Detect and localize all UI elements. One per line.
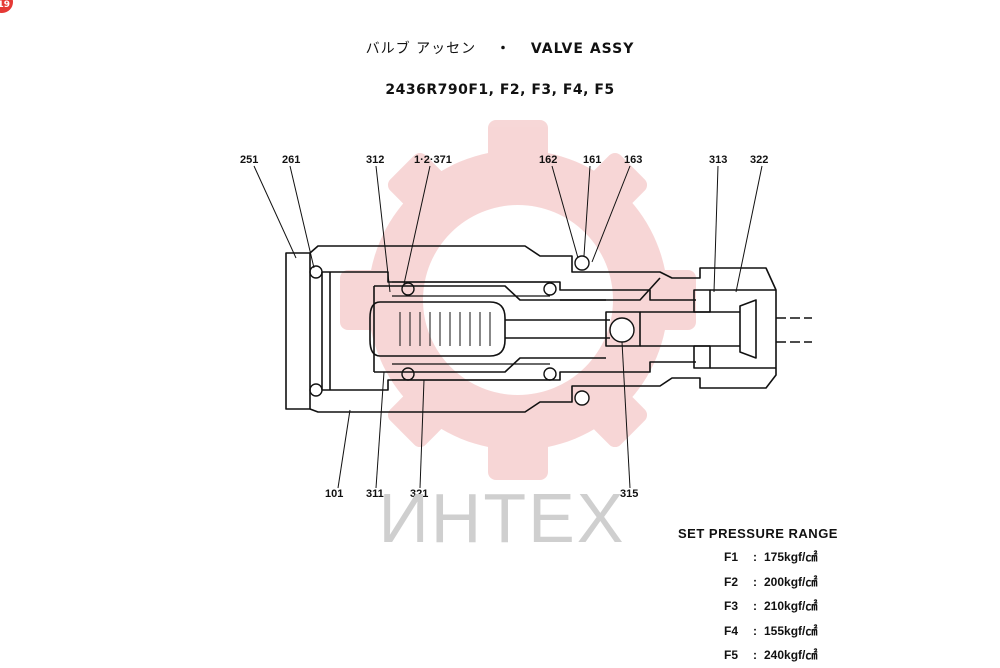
pressure-heading: SET PRESSURE RANGE: [678, 526, 838, 541]
spring-321: [392, 281, 550, 381]
pressure-code: F4: [724, 623, 739, 638]
callout-161: 161: [583, 154, 601, 166]
callout-101: 101: [325, 488, 343, 500]
body-101: [309, 245, 777, 413]
callout-162: 162: [539, 154, 557, 166]
pressure-value: 175kgf/㎠: [764, 550, 818, 564]
callout-322: 322: [750, 154, 768, 166]
callout-313: 313: [709, 154, 727, 166]
pressure-row: F3:210kgf/㎠: [724, 594, 878, 619]
pressure-code: F1: [724, 550, 739, 564]
callout-311: 311: [366, 488, 384, 500]
watermark-text: ИНТЕХ: [378, 479, 626, 557]
callout-163: 163: [624, 154, 642, 166]
pressure-code: F2: [724, 574, 739, 589]
pressure-code: F3: [724, 599, 739, 613]
seat-315: [605, 311, 641, 347]
callout-261: 261: [282, 154, 300, 166]
callout-315: 315: [620, 488, 638, 500]
plug-251: [285, 252, 311, 410]
pressure-row: F5:240kgf/㎠: [724, 643, 878, 668]
watermark-gear-logo: [340, 120, 696, 480]
pressure-row: F4:155kgf/㎠: [724, 619, 878, 644]
set-pressure-table: SET PRESSURE RANGE F1:175kgf/㎠ F2:200kgf…: [678, 526, 878, 668]
pressure-value: 210kgf/㎠: [764, 599, 818, 613]
pressure-value: 200kgf/㎠: [764, 574, 818, 589]
valve-body-outline: [285, 245, 812, 413]
piston-312: [369, 301, 506, 357]
spring-coils: [399, 312, 491, 346]
pressure-code: F5: [724, 648, 739, 662]
page-number-badge: 19: [0, 0, 13, 13]
title-english: VALVE ASSY: [530, 41, 635, 57]
o-rings: [309, 255, 635, 406]
pressure-row: F1:175kgf/㎠: [724, 545, 878, 570]
callout-251: 251: [240, 154, 258, 166]
callout-371: 1·2·371: [414, 154, 452, 166]
model-numbers: 2436R790F1, F2, F3, F4, F5: [385, 82, 615, 98]
callout-321: 321: [410, 488, 428, 500]
leader-lines: [253, 165, 763, 489]
pressure-row: F2:200kgf/㎠: [724, 570, 878, 595]
title-japanese: バルブ アッセン: [365, 41, 477, 57]
pressure-value: 155kgf/㎠: [764, 623, 818, 638]
callout-312: 312: [366, 154, 384, 166]
title-separator: ・: [495, 41, 511, 57]
diagram-title: バルブ アッセン ・ VALVE ASSY: [0, 38, 1000, 58]
callout-labels: 251 261 312 1·2·371 162 161 163 313 322 …: [240, 154, 768, 500]
ball-315: [609, 317, 635, 343]
pressure-value: 240kgf/㎠: [764, 648, 818, 662]
